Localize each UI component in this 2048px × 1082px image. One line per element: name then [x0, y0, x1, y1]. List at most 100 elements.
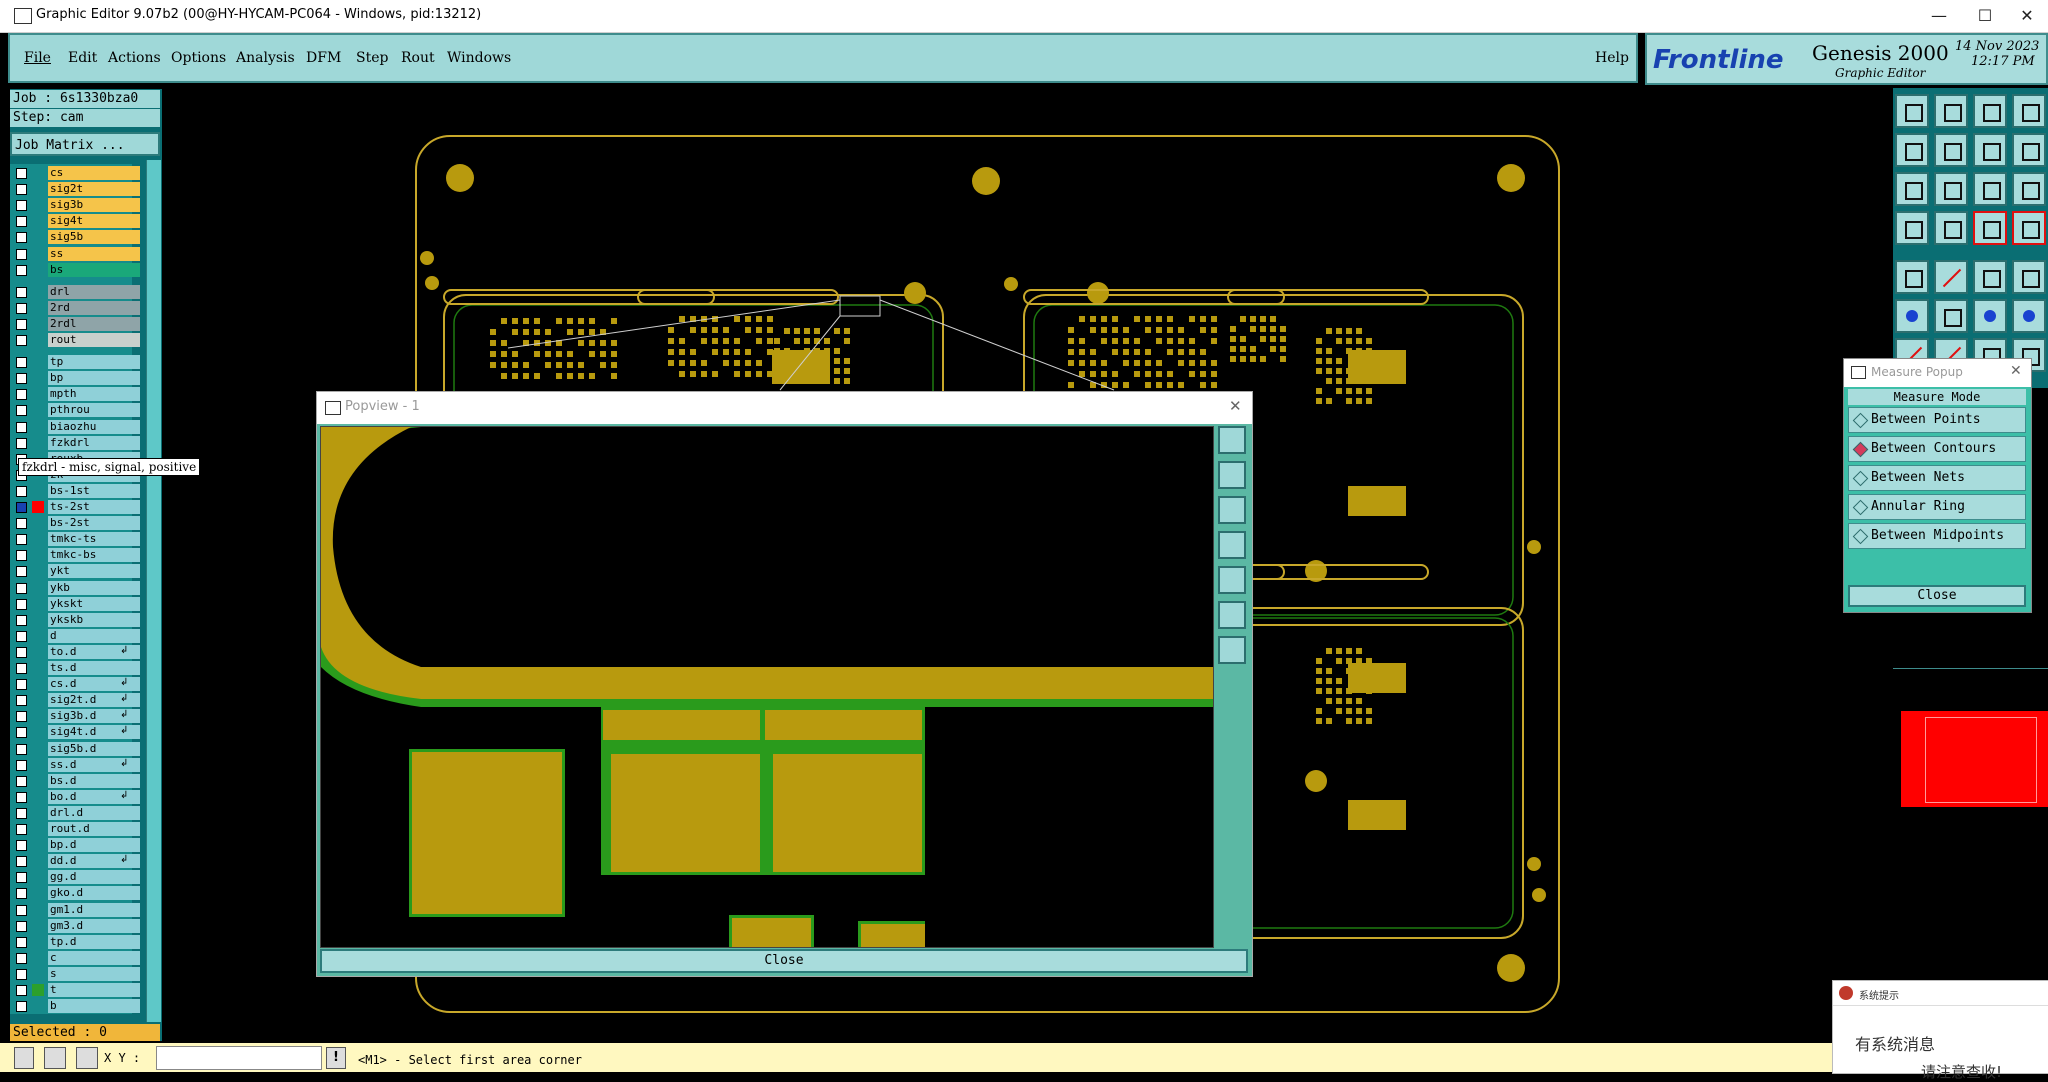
- layer-checkbox[interactable]: [16, 421, 27, 433]
- layer-row[interactable]: bp.d: [10, 838, 140, 853]
- pv-zoom-icon[interactable]: [1218, 426, 1246, 454]
- step-icon[interactable]: [1895, 211, 1929, 245]
- layer-row[interactable]: drl.d: [10, 805, 140, 821]
- pv-pan-up-icon[interactable]: [1218, 461, 1246, 489]
- layer-checkbox[interactable]: [16, 759, 27, 771]
- layer-row[interactable]: tmkc-bs: [10, 548, 140, 563]
- pv-pan-left-icon[interactable]: [1218, 531, 1246, 559]
- layer-row[interactable]: c: [10, 950, 140, 966]
- layer-name[interactable]: bs-2st: [48, 516, 140, 531]
- layer-checkbox[interactable]: [16, 727, 27, 739]
- layer-row[interactable]: t: [10, 983, 140, 998]
- layer-name[interactable]: ykskt: [48, 596, 140, 611]
- layer-name[interactable]: sig3b: [48, 198, 140, 213]
- layer-row[interactable]: bs-1st: [10, 483, 140, 499]
- layer-checkbox[interactable]: [16, 437, 27, 449]
- layer-name[interactable]: 2rd: [48, 300, 140, 315]
- layer-row[interactable]: sig3b: [10, 198, 140, 213]
- layer-row[interactable]: tp: [10, 355, 140, 370]
- layer-name[interactable]: b: [48, 999, 140, 1014]
- zoom-fit-icon[interactable]: [1934, 172, 1968, 206]
- layer-name[interactable]: rout.d: [48, 822, 140, 836]
- measure-icon[interactable]: [2012, 211, 2046, 245]
- layer-row[interactable]: ykb: [10, 580, 140, 596]
- layer-checkbox[interactable]: [16, 168, 27, 179]
- layer-row[interactable]: ts.d: [10, 661, 140, 676]
- menu-edit[interactable]: Edit: [68, 50, 98, 66]
- layer-row[interactable]: gm3.d: [10, 918, 140, 934]
- layer-checkbox[interactable]: [16, 373, 27, 385]
- layer-checkbox[interactable]: [16, 824, 27, 835]
- layer-name[interactable]: sig2t.d: [48, 693, 140, 708]
- menu-rout[interactable]: Rout: [401, 50, 435, 66]
- layer-name[interactable]: d: [48, 628, 140, 643]
- pv-zoom-out-icon[interactable]: [1218, 636, 1246, 664]
- popview-close-x[interactable]: ✕: [1229, 397, 1242, 415]
- layer-name[interactable]: pthrou: [48, 403, 140, 418]
- layer-row[interactable]: gm1.d: [10, 902, 140, 918]
- layer-row[interactable]: ts-2st: [10, 500, 140, 515]
- layer-row[interactable]: gg.d: [10, 870, 140, 885]
- layer-row[interactable]: 2rd: [10, 300, 140, 316]
- layer-checkbox[interactable]: [16, 335, 27, 346]
- system-notification[interactable]: 系统提示 有系统消息 请注意查收!: [1832, 980, 2048, 1081]
- layer-name[interactable]: sig5b: [48, 230, 140, 245]
- layer-checkbox[interactable]: [16, 216, 27, 228]
- net-icon[interactable]: [1895, 299, 1929, 333]
- minimize-button[interactable]: —: [1931, 6, 1947, 25]
- layer-name[interactable]: tmkc-ts: [48, 532, 140, 547]
- menu-options[interactable]: Options: [171, 50, 227, 66]
- alert-icon[interactable]: !: [326, 1047, 346, 1069]
- layer-name[interactable]: c: [48, 950, 140, 965]
- layer-name[interactable]: 2rdl: [48, 316, 140, 331]
- pan-left-icon[interactable]: [1895, 133, 1929, 167]
- layer-name[interactable]: bp: [48, 371, 140, 386]
- layer-row[interactable]: bp: [10, 371, 140, 386]
- fit-icon[interactable]: [1895, 172, 1929, 206]
- grid-icon[interactable]: [1934, 211, 1968, 245]
- layer-name[interactable]: sig3b.d: [48, 709, 140, 724]
- layer-name[interactable]: to.d: [48, 644, 140, 659]
- layer-name[interactable]: gko.d: [48, 886, 140, 901]
- pv-zoom-in-icon[interactable]: [1218, 601, 1246, 629]
- layer-row[interactable]: dd.d↲: [10, 854, 140, 869]
- status-snap-icon[interactable]: [44, 1047, 66, 1069]
- layer-checkbox[interactable]: [16, 663, 27, 674]
- layer-name[interactable]: s: [48, 966, 140, 981]
- layer-row[interactable]: b: [10, 999, 140, 1014]
- layer-name[interactable]: drl.d: [48, 805, 140, 820]
- layer-name[interactable]: gm3.d: [48, 918, 140, 933]
- layer-row[interactable]: bs-2st: [10, 516, 140, 531]
- layer-checkbox[interactable]: [16, 985, 27, 996]
- layer-row[interactable]: sig3b.d↲: [10, 709, 140, 724]
- layer-name[interactable]: tp.d: [48, 934, 140, 949]
- xy-input[interactable]: [156, 1046, 322, 1070]
- layer-checkbox[interactable]: [16, 1001, 27, 1013]
- layer-name[interactable]: rout: [48, 333, 140, 347]
- layer-checkbox[interactable]: [16, 711, 27, 723]
- pad-icon[interactable]: [2012, 260, 2046, 294]
- node-icon[interactable]: [1973, 299, 2007, 333]
- draw-icon[interactable]: [1934, 260, 1968, 294]
- pv-pan-down-icon[interactable]: [1218, 496, 1246, 524]
- split-icon[interactable]: [1973, 133, 2007, 167]
- layer-row[interactable]: drl: [10, 284, 140, 300]
- layer-checkbox[interactable]: [16, 232, 27, 244]
- layer-list-scrollbar[interactable]: [146, 160, 161, 1022]
- measure-option[interactable]: Annular Ring: [1848, 494, 2026, 520]
- layer-checkbox[interactable]: [16, 872, 27, 884]
- layer-row[interactable]: to.d↲: [10, 644, 140, 660]
- layer-row[interactable]: bs.d: [10, 773, 140, 789]
- layer-row[interactable]: ss.d↲: [10, 757, 140, 773]
- layer-row[interactable]: sig2t.d↲: [10, 693, 140, 708]
- help-icon[interactable]: [2012, 172, 2046, 206]
- layer-name[interactable]: dd.d: [48, 854, 140, 869]
- layer-checkbox[interactable]: [16, 888, 27, 900]
- layer-checkbox[interactable]: [16, 357, 27, 369]
- layer-row[interactable]: sig5b: [10, 230, 140, 245]
- layer-row[interactable]: sig4t: [10, 214, 140, 229]
- menu-analysis[interactable]: Analysis: [236, 50, 295, 66]
- measure-option[interactable]: Between Contours: [1848, 436, 2026, 462]
- layer-name[interactable]: ykskb: [48, 612, 140, 627]
- layer-row[interactable]: ykskt: [10, 596, 140, 612]
